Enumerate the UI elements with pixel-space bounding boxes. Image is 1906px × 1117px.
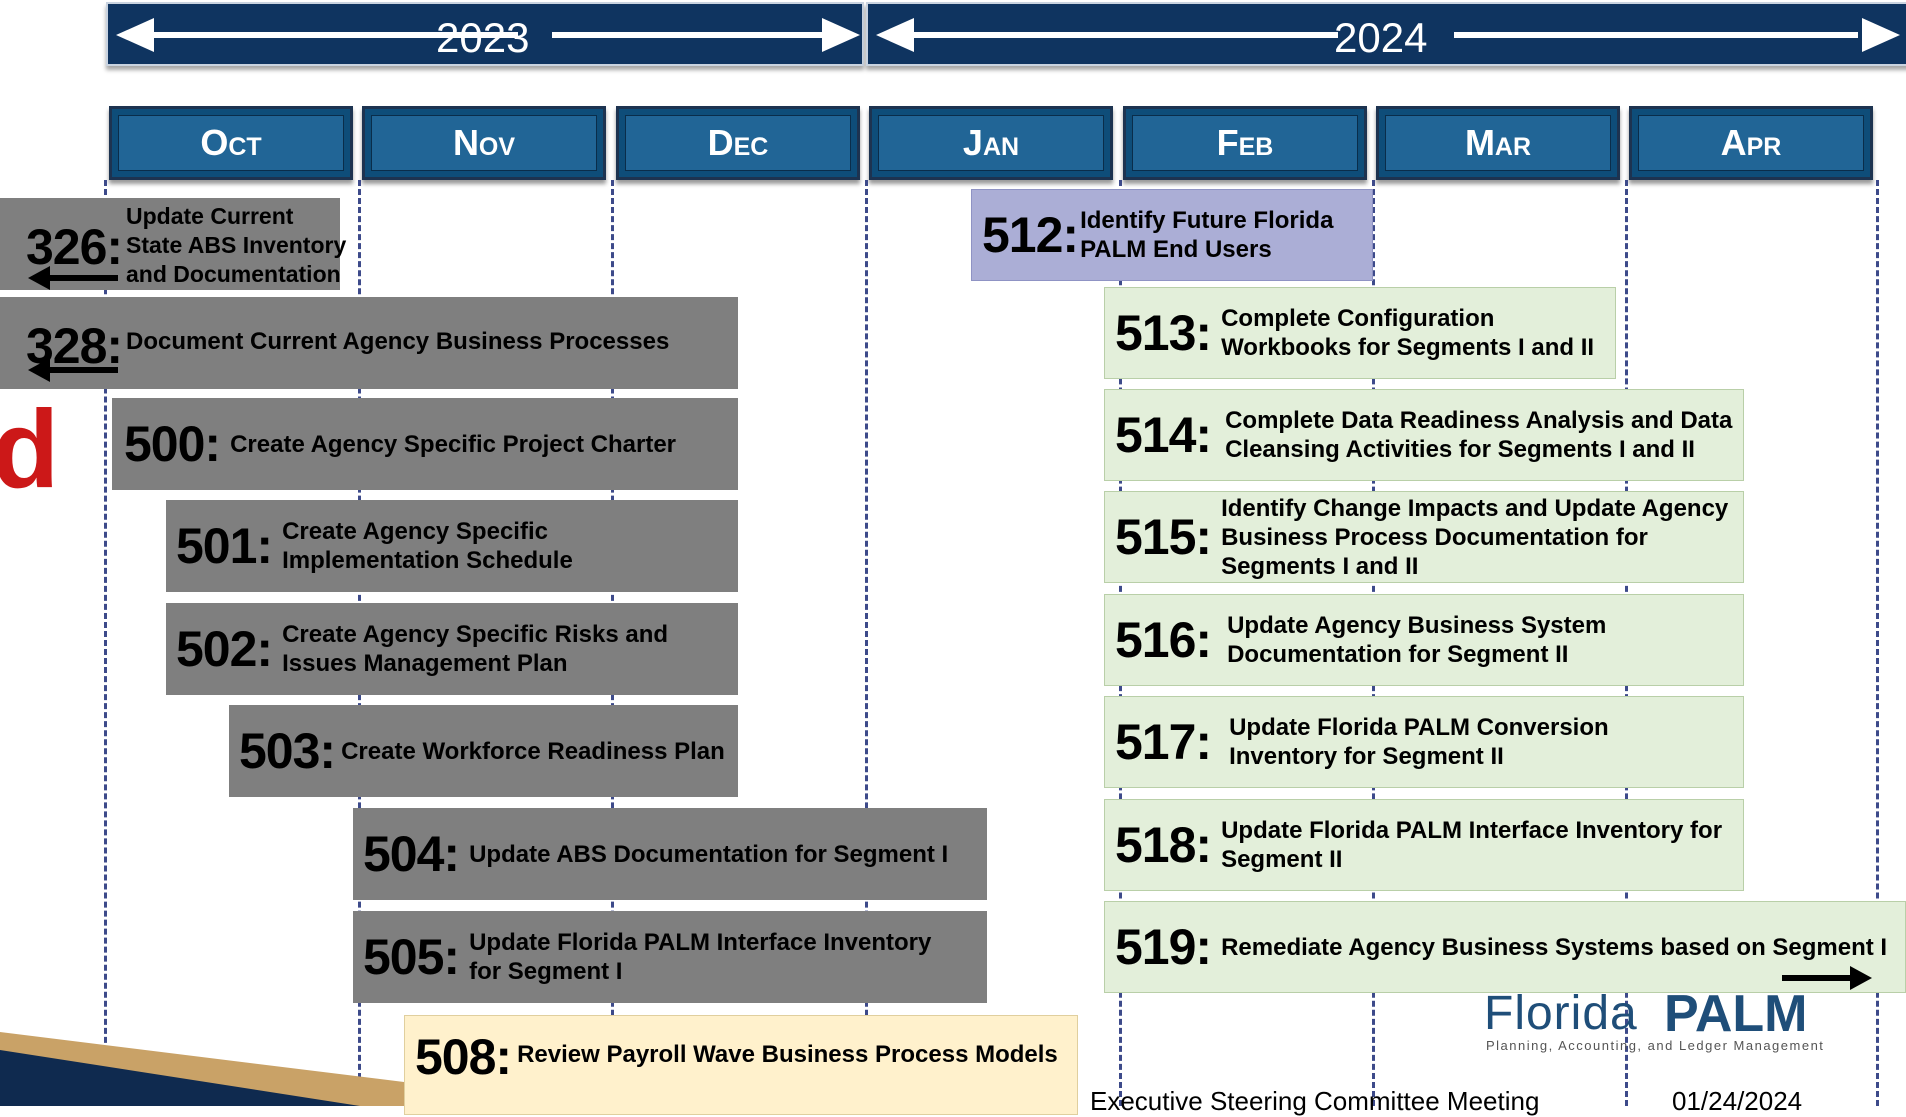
task-518: 518: Update Florida PALM Interface Inven… [1104,799,1744,891]
task-description: Identify Future Florida PALM End Users [1080,207,1334,263]
year-arrow-line [1454,32,1858,38]
month-label: Feb [1132,115,1358,171]
task-number: 503: [239,723,336,779]
month-header-nov: Nov [362,106,606,180]
year-band-2024: 2024 [866,2,1906,66]
task-description: Identify Change Impacts and Update Agenc… [1221,494,1729,580]
year-arrow-line [908,32,1338,38]
year-band-2023: 2023 [106,2,864,66]
month-header-feb: Feb [1123,106,1367,180]
task-502: 502: Create Agency Specific Risks and Is… [166,603,738,695]
task-number: 513: [1115,305,1212,361]
decorative-swoosh [0,1032,420,1106]
task-number: 505: [363,929,460,985]
footer-date: 01/24/2024 [1672,1086,1803,1116]
logo-word-palm: PALM [1664,985,1808,1043]
month-header-mar: Mar [1376,106,1620,180]
task-519: 519: Remediate Agency Business Systems b… [1104,901,1906,993]
month-label: Dec [625,115,851,171]
task-number: 500: [124,416,221,472]
task-number: 519: [1115,919,1212,975]
footer-meeting-title: Executive Steering Committee Meeting [1090,1086,1540,1116]
task-517: 517: Update Florida PALM Conversion Inve… [1104,696,1744,788]
logo-word-florida: Florida [1484,987,1638,1040]
task-description: Update Florida PALM Conversion Inventory… [1229,714,1609,770]
task-326: 326: Update Current State ABS Inventory … [0,198,346,290]
month-label: Mar [1385,115,1611,171]
task-description: Review Payroll Wave Business Process Mod… [517,1040,1058,1068]
year-label: 2023 [436,14,530,61]
month-divider [1876,180,1879,1106]
task-504: 504: Update ABS Documentation for Segmen… [353,808,987,900]
arrow-left-icon [28,266,118,290]
task-number: 326: [26,219,123,275]
task-description: Create Agency Specific Risks and Issues … [282,621,669,677]
arrow-right-icon [822,18,860,52]
month-label: Nov [371,115,597,171]
month-header-jan: Jan [869,106,1113,180]
task-description: Update ABS Documentation for Segment I [469,840,949,868]
task-number: 501: [176,518,273,574]
arrow-left-icon [876,18,914,52]
month-label: Jan [878,115,1104,171]
task-number: 502: [176,621,273,677]
month-divider [104,180,107,1106]
task-number: 517: [1115,714,1212,770]
partial-title-letter: d [0,388,60,511]
month-divider [865,180,868,1106]
year-label: 2024 [1334,14,1428,61]
task-number: 514: [1115,407,1212,463]
arrow-right-icon [1782,966,1872,990]
arrow-left-icon [28,358,118,382]
task-number: 515: [1115,509,1212,565]
task-description: Create Workforce Readiness Plan [341,737,725,765]
task-description: Create Agency Specific Project Charter [230,430,677,458]
logo-tagline: Planning, Accounting, and Ledger Managem… [1486,1038,1825,1053]
task-508: 508: Review Payroll Wave Business Proces… [404,1015,1078,1115]
task-512: 512: Identify Future Florida PALM End Us… [971,189,1373,281]
year-arrow-line [148,32,518,38]
month-header-apr: Apr [1629,106,1873,180]
task-description: Complete Data Readiness Analysis and Dat… [1225,407,1733,463]
month-label: Oct [118,115,344,171]
task-number: 518: [1115,817,1212,873]
arrow-right-icon [1862,18,1900,52]
month-label: Apr [1638,115,1864,171]
month-header-dec: Dec [616,106,860,180]
task-number: 512: [982,207,1079,263]
task-514: 514: Complete Data Readiness Analysis an… [1104,389,1744,481]
arrow-left-icon [116,18,154,52]
task-516: 516: Update Agency Business System Docum… [1104,594,1744,686]
task-description: Update Current State ABS Inventory and D… [126,203,347,287]
task-505: 505: Update Florida PALM Interface Inven… [353,911,987,1003]
task-description: Document Current Agency Business Process… [126,328,670,355]
task-513: 513: Complete Configuration Workbooks fo… [1104,287,1616,379]
task-number: 508: [415,1029,512,1085]
task-501: 501: Create Agency Specific Implementati… [166,500,738,592]
task-number: 516: [1115,612,1212,668]
month-header-oct: Oct [109,106,353,180]
task-500: 500: Create Agency Specific Project Char… [112,398,738,490]
task-description: Update Florida PALM Interface Inventory … [469,929,932,985]
year-arrow-line [552,32,822,38]
task-515: 515: Identify Change Impacts and Update … [1104,491,1744,583]
task-number: 504: [363,826,460,882]
task-description: Remediate Agency Business Systems based … [1221,933,1888,961]
task-description: Update Florida PALM Interface Inventory … [1221,817,1723,873]
task-description: Create Agency Specific Implementation Sc… [282,518,573,574]
florida-palm-logo: Florida PALM Planning, Accounting, and L… [1484,985,1825,1056]
task-description: Update Agency Business System Documentat… [1227,612,1607,668]
task-503: 503: Create Workforce Readiness Plan [229,705,738,797]
task-description: Complete Configuration Workbooks for Seg… [1221,305,1595,361]
